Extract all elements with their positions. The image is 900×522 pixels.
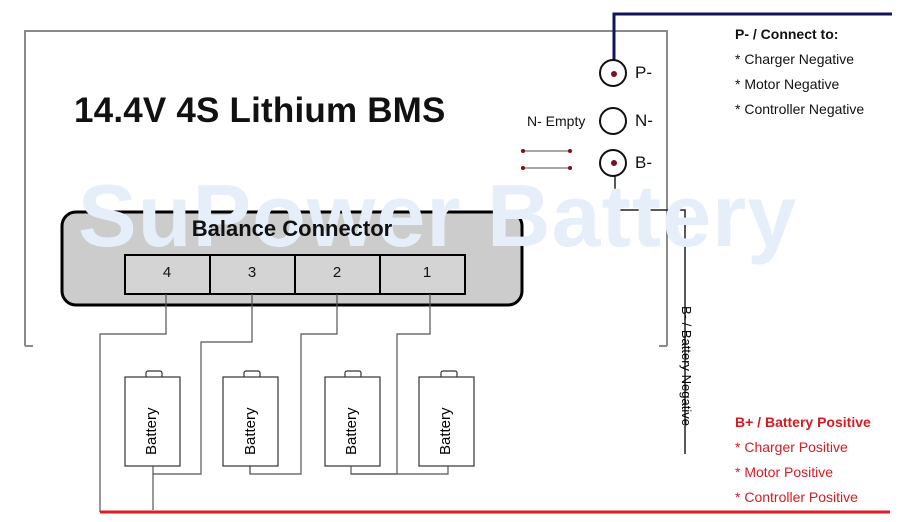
p-info-item: * Charger Negative [735, 51, 855, 67]
diagram-title: 14.4V 4S Lithium BMS [74, 91, 446, 130]
battery-1 [124, 376, 181, 467]
battery-label-2: Battery [242, 407, 259, 455]
balance-connector-title: Balance Connector [191, 216, 393, 241]
balance-slot-label-4: 4 [162, 264, 172, 281]
b-terminal-dot [611, 160, 617, 166]
b-plus-info-heading: B+ / Battery Positive [735, 414, 871, 430]
p-info-heading: P- / Connect to: [735, 26, 839, 42]
watermark: SuPower Battery [78, 166, 798, 265]
n-empty-note: N- Empty [527, 113, 586, 129]
balance-slot-label-1: 1 [422, 264, 432, 281]
balance-wire-3 [152, 294, 253, 475]
jumper-dot-3 [521, 166, 525, 170]
battery-4 [418, 376, 475, 467]
p-minus-wire [612, 12, 892, 72]
n-terminal [599, 107, 627, 135]
balance-slot-label-2: 2 [332, 264, 342, 281]
b-terminal-label: B- [635, 153, 652, 172]
series-link-3-4 [351, 466, 449, 475]
b-minus-wire [614, 163, 686, 454]
battery-label-3: Battery [343, 407, 360, 455]
p-info-item: * Motor Negative [735, 76, 840, 92]
balance-wire-1 [350, 294, 431, 475]
battery-2 [222, 376, 279, 467]
battery-3 [324, 376, 381, 467]
b-plus-info-item: * Charger Positive [735, 439, 848, 455]
p-terminal-dot [611, 71, 617, 77]
balance-slot-label-3: 3 [247, 264, 257, 281]
battery-label-4: Battery [437, 407, 454, 455]
balance-slot-4 [124, 254, 211, 295]
jumper-dot-2 [568, 149, 572, 153]
b-plus-info-item: * Motor Positive [735, 464, 834, 480]
p-terminal-label: P- [635, 63, 652, 82]
battery-label-1: Battery [143, 407, 160, 455]
jumper-dot-4 [568, 166, 572, 170]
n-terminal-label: N- [635, 111, 653, 130]
p-info-item: * Controller Negative [735, 101, 865, 117]
jumper-dot-1 [521, 149, 525, 153]
balance-wire-4 [99, 294, 167, 512]
bms-board-outline [24, 30, 668, 346]
balance-slot-1 [379, 254, 466, 295]
p-info-block: P- / Connect to: * Charger Negative * Mo… [735, 22, 864, 122]
b-plus-info-block: B+ / Battery Positive * Charger Positive… [735, 410, 871, 510]
b-minus-wire-label: B- / Battery Negative [679, 306, 694, 426]
b-plus-info-item: * Controller Positive [735, 489, 858, 505]
